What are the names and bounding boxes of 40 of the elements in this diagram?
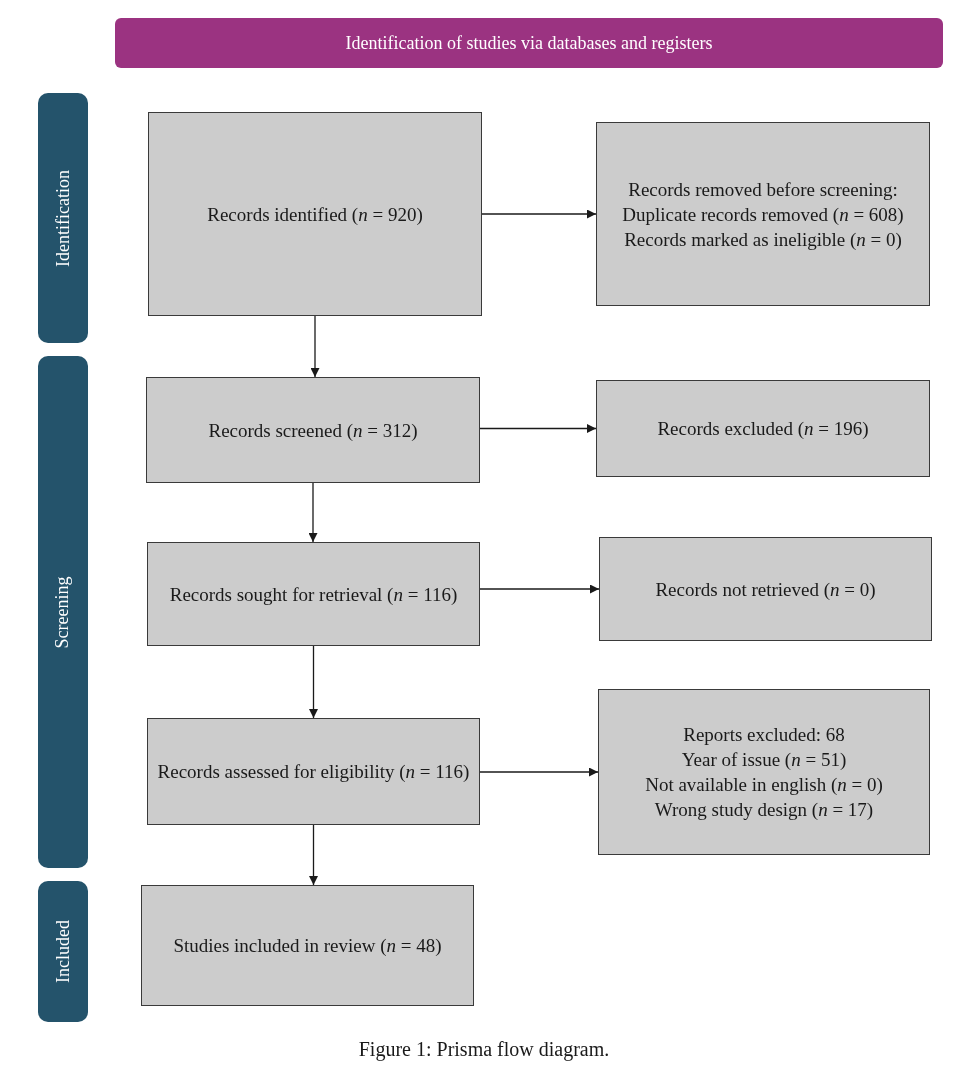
box-text: Year of issue (n = 51)	[681, 748, 847, 772]
box-text: Identification	[52, 169, 74, 267]
box-text: Included	[52, 920, 74, 983]
box-text: Records removed before screening:	[628, 177, 898, 202]
figure-caption: Figure 1: Prisma flow diagram.	[358, 1038, 610, 1060]
arrow	[479, 424, 597, 433]
section-header-bar	[115, 18, 943, 68]
process-box	[141, 885, 474, 1006]
process-box	[596, 380, 930, 477]
box-text: Reports excluded: 68	[683, 723, 845, 747]
process-box	[147, 542, 480, 646]
process-box	[146, 377, 480, 483]
box-text: Duplicate records removed (n = 608)	[622, 202, 904, 227]
phase-label-bar	[38, 356, 88, 868]
box-text: Not available in english (n = 0)	[645, 773, 883, 797]
box-text: Records excluded (n = 196)	[657, 417, 869, 441]
box-text: Identification of studies via databases and registers	[345, 32, 713, 54]
box-text: Wrong study design (n = 17)	[654, 798, 874, 822]
process-box	[596, 122, 930, 306]
process-box	[148, 112, 482, 316]
box-text: Studies included in review (n = 48)	[173, 934, 442, 958]
box-text: Records screened (n = 312)	[208, 418, 418, 443]
process-box	[599, 537, 932, 641]
box-text: Records sought for retrieval (n = 116)	[169, 582, 458, 607]
arrow	[481, 209, 597, 219]
process-box	[147, 718, 480, 825]
arrow	[479, 584, 600, 594]
box-text: Records marked as ineligible (n = 0)	[624, 227, 902, 252]
arrow	[308, 482, 318, 543]
box-text: Records identified (n = 920)	[207, 202, 423, 227]
phase-label-bar	[38, 93, 88, 343]
arrow	[309, 824, 318, 886]
arrow	[310, 315, 320, 378]
box-text: Screening	[52, 576, 74, 648]
phase-label-bar	[38, 881, 88, 1022]
box-text: Records not retrieved (n = 0)	[655, 577, 876, 602]
process-box	[598, 689, 930, 855]
arrow	[479, 767, 599, 777]
arrow	[309, 645, 318, 719]
box-text: Records assessed for eligibility (n = 116)	[157, 760, 470, 784]
